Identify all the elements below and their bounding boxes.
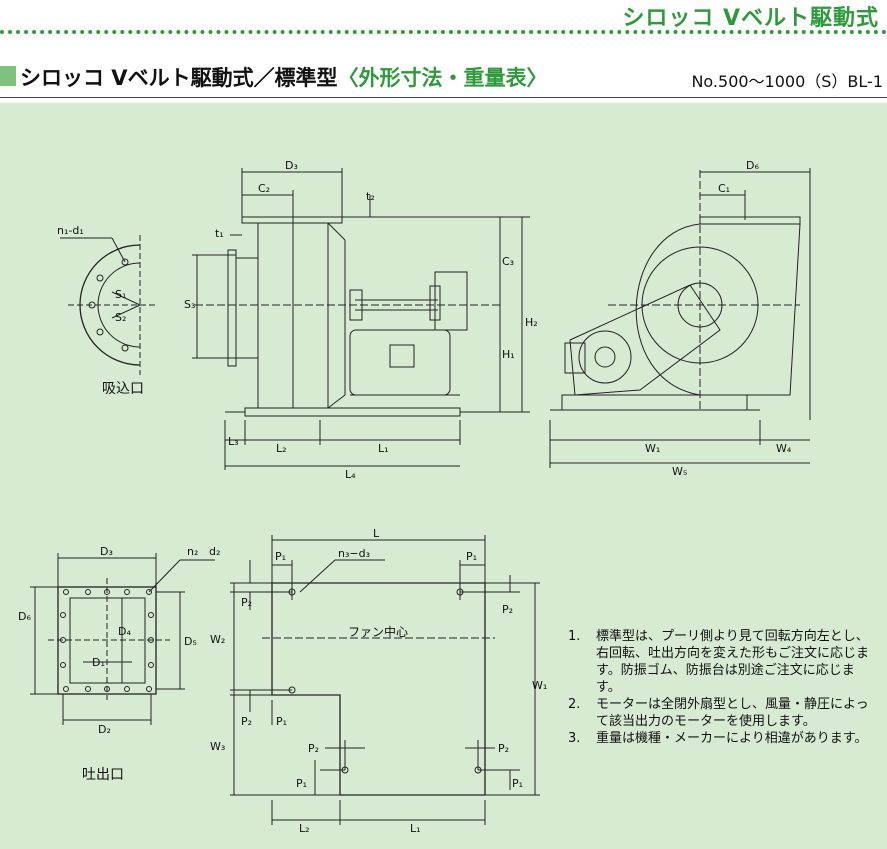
label-l: L <box>373 527 380 540</box>
label-s3: S₃ <box>184 298 195 311</box>
label-h1: H₁ <box>502 348 515 361</box>
dotted-divider <box>0 30 887 34</box>
label-n2: n₂ <box>187 545 198 558</box>
label-p1-bottom-left: P₁ <box>296 777 307 790</box>
label-n3d3: n₃−d₃ <box>338 547 370 560</box>
label-l4: L₄ <box>345 468 356 481</box>
side-view-drawing <box>192 168 530 470</box>
label-p2-bottom-right: P₂ <box>498 742 509 755</box>
note-number: 1. <box>568 629 581 644</box>
label-p1-top-left: P₁ <box>275 550 286 563</box>
label-l1: L₁ <box>378 442 389 455</box>
label-d3-outlet: D₃ <box>100 545 113 558</box>
label-w1-plan: W₁ <box>532 679 547 692</box>
drawing-panel <box>0 103 887 849</box>
label-n1d1: n₁-d₁ <box>57 224 84 237</box>
label-l3: L₃ <box>228 435 239 448</box>
label-t1: t₁ <box>215 227 224 240</box>
label-h2: H₂ <box>525 316 538 329</box>
label-w3: W₃ <box>210 740 225 753</box>
title-main: シロッコ Vベルト駆動式／標準型 <box>20 66 338 90</box>
label-p2-bottom-left: P₂ <box>308 742 319 755</box>
label-p2-top-left: P₂ <box>241 596 252 609</box>
label-p2-top-right: P₂ <box>502 603 513 616</box>
outlet-caption: 吐出口 <box>82 767 124 783</box>
label-s2: S₂ <box>115 311 126 324</box>
heading-rule <box>0 97 887 98</box>
label-w5: W₅ <box>672 465 687 478</box>
label-d3: D₃ <box>285 159 298 172</box>
label-l2-plan: L₂ <box>299 822 310 835</box>
label-d6: D₆ <box>746 159 759 172</box>
note-item: 2. モーターは全閉外扇型とし、風量・静圧によって該当出力のモーターを使用します… <box>568 696 872 730</box>
model-range: No.500～1000（S）BL-1 <box>691 72 883 91</box>
note-text: モーターは全閉外扇型とし、風量・静圧によって該当出力のモーターを使用します。 <box>596 697 869 729</box>
label-w4: W₄ <box>776 442 792 455</box>
outlet-flange-drawing <box>30 553 215 725</box>
label-d4: D₄ <box>118 625 131 638</box>
label-w2: W₂ <box>210 633 225 646</box>
label-l1-plan: L₁ <box>410 822 421 835</box>
inlet-caption: 吸込口 <box>102 381 144 397</box>
note-text: 重量は機種・メーカーにより相違があります。 <box>596 731 868 746</box>
label-l2: L₂ <box>276 442 287 455</box>
label-s1: S₁ <box>115 288 126 301</box>
label-d6-outlet: D₆ <box>18 610 31 623</box>
note-item: 1. 標準型は、プーリ側より見て回転方向左とし、右回転、吐出方向を変えた形もご注… <box>568 628 872 696</box>
title-accent: 〈外形寸法・重量表〉 <box>337 66 548 90</box>
category-title: シロッコ Vベルト駆動式 <box>622 6 879 31</box>
label-d2: d₂ <box>209 545 220 558</box>
label-p2-mid-left: P₂ <box>241 715 252 728</box>
inlet-flange-drawing <box>60 235 155 375</box>
section-title: シロッコ Vベルト駆動式／標準型〈外形寸法・重量表〉 <box>20 62 548 92</box>
label-p1-mid-left: P₁ <box>276 715 287 728</box>
fan-center-label: ファン中心 <box>348 624 408 639</box>
label-t2: t₂ <box>366 190 375 203</box>
label-d1: D₁ <box>92 656 105 669</box>
label-d2-outlet: D₂ <box>98 723 111 736</box>
note-number: 2. <box>568 697 581 712</box>
label-p1-bottom-right: P₁ <box>512 777 523 790</box>
label-c3: C₃ <box>502 255 514 268</box>
label-d5: D₅ <box>184 635 197 648</box>
section-heading: シロッコ Vベルト駆動式／標準型〈外形寸法・重量表〉 No.500～1000（S… <box>0 62 887 92</box>
note-item: 3. 重量は機種・メーカーにより相違があります。 <box>568 730 872 747</box>
base-plan-drawing <box>230 535 540 825</box>
note-text: 標準型は、プーリ側より見て回転方向左とし、右回転、吐出方向を変えた形もご注文に応… <box>596 629 870 695</box>
notes-list: 1. 標準型は、プーリ側より見て回転方向左とし、右回転、吐出方向を変えた形もご注… <box>568 628 872 747</box>
note-number: 3. <box>568 731 581 746</box>
label-c1: C₁ <box>718 182 730 195</box>
label-w1: W₁ <box>645 442 660 455</box>
front-view-drawing <box>549 168 811 468</box>
heading-square-marker <box>0 66 16 86</box>
label-p1-top-right: P₁ <box>466 550 477 563</box>
label-c2: C₂ <box>258 182 270 195</box>
